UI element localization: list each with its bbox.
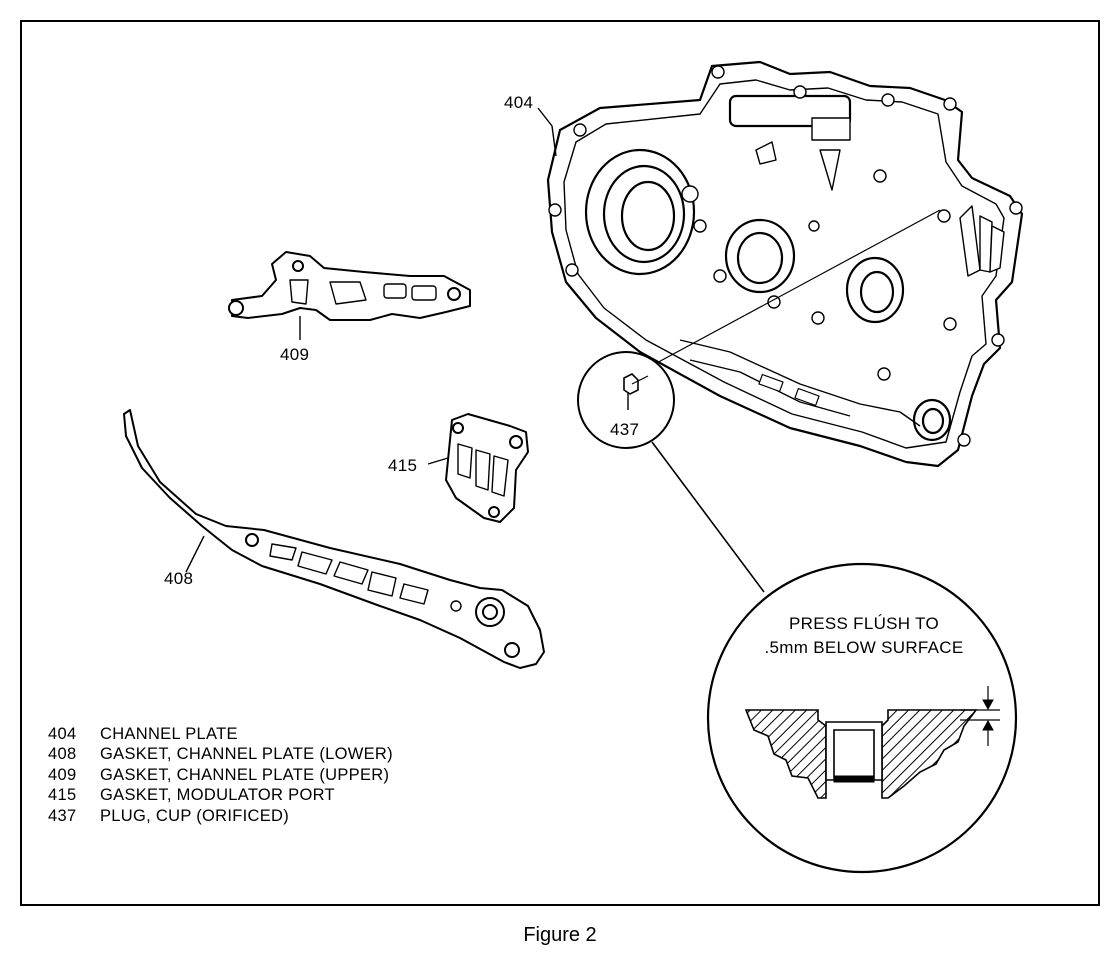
gasket-415 xyxy=(445,413,529,523)
section-detail xyxy=(706,562,1018,874)
callout-437: 437 xyxy=(610,420,640,439)
legend-description: GASKET, MODULATOR PORT xyxy=(100,786,335,805)
alignment-line xyxy=(639,209,941,373)
detail-note: PRESS FLÚSH TO .5mm BELOW SURFACE xyxy=(724,612,1004,660)
legend-row: 408 GASKET, CHANNEL PLATE (LOWER) xyxy=(48,744,393,764)
legend-number: 408 xyxy=(48,745,77,764)
legend-row: 415 GASKET, MODULATOR PORT xyxy=(48,785,393,805)
legend-number: 409 xyxy=(48,765,77,784)
callout-408: 408 xyxy=(164,569,194,588)
leader-404 xyxy=(537,107,557,157)
detail-leader xyxy=(651,441,765,593)
legend-number: 404 xyxy=(48,725,77,743)
legend-number: 437 xyxy=(48,806,77,825)
legend-description: GASKET, CHANNEL PLATE (UPPER) xyxy=(100,765,390,784)
figure-frame xyxy=(20,20,1100,906)
legend-description: CHANNEL PLATE xyxy=(100,725,238,743)
legend-description: GASKET, CHANNEL PLATE (LOWER) xyxy=(100,745,393,764)
figure-caption: Figure 2 xyxy=(523,924,597,946)
plug-437-detail xyxy=(577,351,675,449)
callout-409: 409 xyxy=(280,345,310,364)
detail-note-line2: .5mm BELOW SURFACE xyxy=(764,638,964,657)
legend-row: 437 PLUG, CUP (ORIFICED) xyxy=(48,806,393,826)
gasket-408 xyxy=(123,409,545,669)
detail-note-line1: PRESS FLÚSH TO xyxy=(788,614,939,633)
legend-row: 404 CHANNEL PLATE xyxy=(48,724,393,744)
legend-number: 415 xyxy=(48,786,77,805)
callout-404: 404 xyxy=(504,93,534,112)
legend-row: 409 GASKET, CHANNEL PLATE (UPPER) xyxy=(48,765,393,785)
leader-415 xyxy=(427,457,449,465)
channel-plate-404 xyxy=(546,60,1024,468)
gasket-409 xyxy=(228,251,471,321)
leader-408 xyxy=(185,535,205,573)
callout-leaders xyxy=(185,107,629,573)
callout-415: 415 xyxy=(388,456,418,475)
legend-description: PLUG, CUP (ORIFICED) xyxy=(100,806,290,825)
